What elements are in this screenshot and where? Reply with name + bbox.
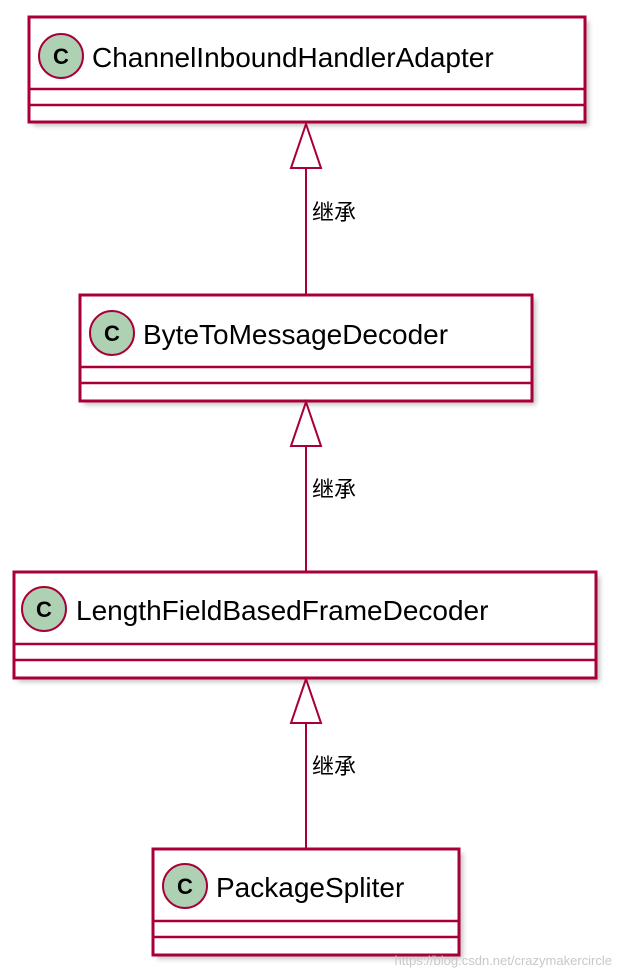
class-stereotype-circle-icon: C — [89, 310, 135, 356]
class-name: ChannelInboundHandlerAdapter — [92, 42, 494, 73]
circle-letter: C — [53, 44, 69, 69]
inheritance-arrow-icon — [289, 675, 323, 724]
class-name: PackageSpliter — [216, 872, 404, 903]
class-stereotype-circle-icon: C — [21, 586, 67, 632]
class-channel-inbound-handler-adapter: C ChannelInboundHandlerAdapter — [27, 15, 589, 126]
circle-letter: C — [177, 874, 193, 899]
class-name: ByteToMessageDecoder — [143, 319, 448, 350]
class-name: LengthFieldBasedFrameDecoder — [76, 595, 488, 626]
edge-label: 继承 — [312, 478, 356, 503]
edge-label: 继承 — [312, 755, 356, 780]
class-package-spliter: C PackageSpliter — [151, 847, 463, 959]
class-length-field-based-frame-decoder: C LengthFieldBasedFrameDecoder — [12, 570, 600, 682]
inheritance-arrow-icon — [289, 120, 323, 169]
circle-letter: C — [36, 597, 52, 622]
inheritance-edge: 继承 — [289, 120, 356, 296]
inheritance-edge: 继承 — [289, 675, 356, 849]
circle-letter: C — [104, 321, 120, 346]
watermark: https://blog.csdn.net/crazymakercircle — [394, 953, 612, 968]
inheritance-edge: 继承 — [289, 398, 356, 573]
edge-label: 继承 — [312, 201, 356, 226]
inheritance-arrow-icon — [289, 398, 323, 447]
class-stereotype-circle-icon: C — [162, 863, 208, 909]
class-byte-to-message-decoder: C ByteToMessageDecoder — [78, 293, 536, 405]
class-stereotype-circle-icon: C — [38, 33, 84, 79]
